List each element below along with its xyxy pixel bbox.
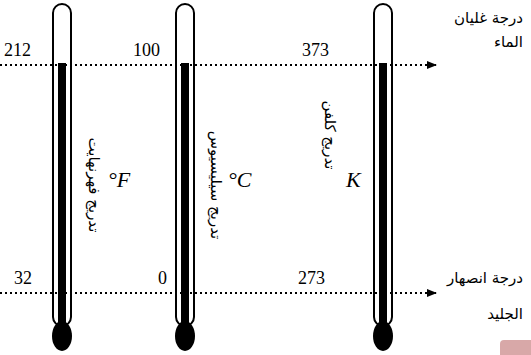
scale-value: 373: [302, 40, 329, 60]
scale-value: 212: [4, 40, 31, 60]
melting-line: [0, 292, 436, 294]
unit-symbol: K: [346, 168, 361, 192]
scale-value: 32: [14, 268, 32, 288]
scale-name: تدريج كلفن: [320, 100, 340, 169]
thermometer: [175, 4, 195, 351]
scale-value: 273: [298, 268, 325, 288]
corner-tab: [500, 340, 531, 355]
point-label: درجة غليان الماء: [423, 6, 523, 54]
scale-value: 100: [133, 40, 160, 60]
scale-value: 0: [158, 268, 167, 288]
point-label: درجة انصهار الجليد: [423, 260, 523, 332]
thermometer: [52, 4, 72, 351]
unit-symbol: °C: [228, 168, 251, 192]
boiling-line: [0, 64, 436, 66]
scale-name: تدريج فهرنهايت: [84, 138, 104, 233]
scale-name: تدريج سيليسيوس: [206, 131, 226, 239]
unit-symbol: °F: [108, 168, 130, 192]
thermometer: [373, 4, 393, 351]
